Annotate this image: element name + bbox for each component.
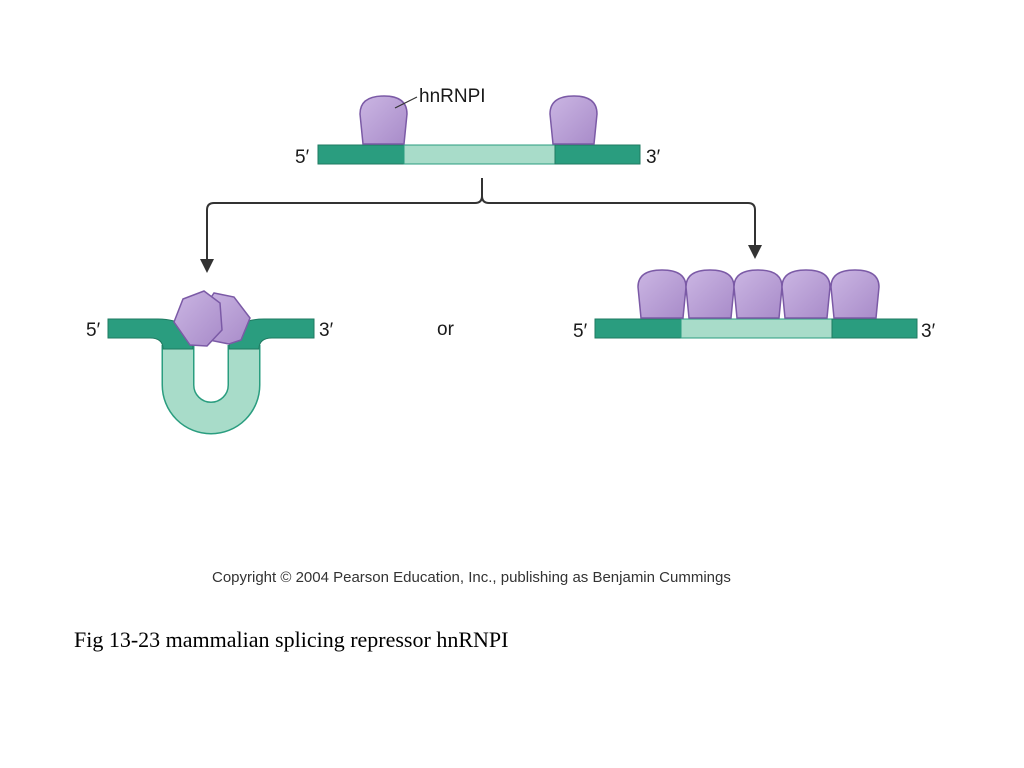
branch-arrows [200,178,762,273]
hnrnpi-protein-row-3 [733,269,783,319]
hnrnpi-protein-loop-left [173,290,223,347]
top-exon-left [317,144,405,165]
copyright-notice: Copyright © 2004 Pearson Education, Inc.… [212,569,731,586]
hnrnpi-leader-line [394,96,418,109]
intron-loop [163,345,259,433]
top-three-prime-label: 3′ [646,147,661,168]
looped-intron-rna: 5′ 3′ [86,318,334,435]
loop-three-prime-label: 3′ [319,320,334,341]
hnrnpi-protein-top-right [549,95,598,145]
coated-three-prime-label: 3′ [921,321,936,342]
hnrnpi-protein-top-left [359,95,408,145]
coated-exon-left [594,318,682,339]
bracket-left-arm [200,178,483,273]
hnrnpi-protein-row-2 [685,269,735,319]
hnrnpi-protein-row-5 [830,269,880,319]
top-intron [403,144,556,165]
bracket-right-arm [481,195,762,259]
top-pre-mrna: 5′ 3′ [295,144,661,168]
coated-intron-rna: 5′ 3′ [573,318,936,342]
top-five-prime-label: 5′ [295,147,310,168]
hnrnpi-protein-row-4 [781,269,831,319]
or-label: or [437,319,455,340]
hnrnpi-protein-row-1 [637,269,687,319]
coated-intron [680,318,833,339]
coated-five-prime-label: 5′ [573,321,588,342]
loop-five-prime-label: 5′ [86,320,101,341]
loop-exon-left [107,318,194,350]
figure-caption: Fig 13-23 mammalian splicing repressor h… [74,627,509,652]
top-exon-right [554,144,641,165]
hnrnpi-label: hnRNPI [419,86,486,107]
hnrnpi-protein-row [637,269,880,319]
coated-exon-right [831,318,918,339]
